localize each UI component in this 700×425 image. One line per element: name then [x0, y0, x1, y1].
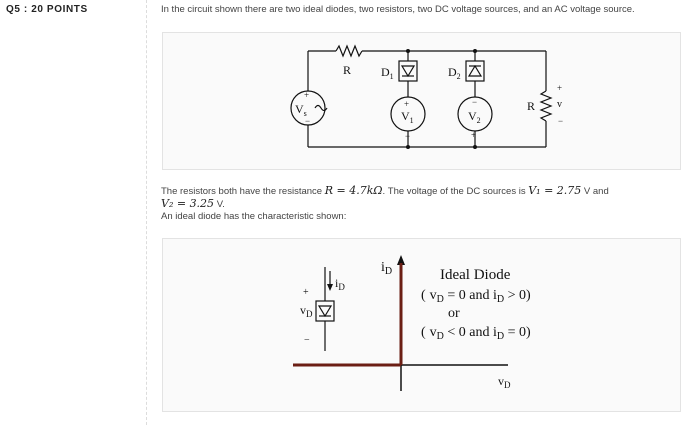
diode1-label: D1: [381, 65, 394, 81]
question-intro: In the circuit shown there are two ideal…: [161, 4, 635, 15]
resistance-text: The resistors both have the resistance R…: [161, 184, 609, 197]
vs-label: Vs: [295, 102, 307, 118]
diode2-label: D2: [448, 65, 461, 81]
diode-characteristic-diagram: iD + vD − iD vD Ideal Diode (vD = 0 and …: [293, 255, 531, 391]
condition-or: or: [448, 306, 460, 321]
diode-small-plus: +: [303, 287, 309, 298]
v2-label: V2: [468, 109, 481, 125]
iD-axis-label: iD: [381, 260, 392, 277]
diode-small-minus: −: [304, 335, 310, 346]
v2-minus: −: [472, 97, 477, 107]
diode-characteristic-figure: iD + vD − iD vD Ideal Diode (vD = 0 and …: [162, 238, 681, 412]
ideal-diode-title: Ideal Diode: [440, 267, 511, 283]
diode-small-voltage-label: vD: [300, 303, 313, 319]
v2-plus: +: [471, 130, 476, 140]
diode-small-current-label: iD: [335, 276, 345, 292]
v2-text: V₂ = 3.25 V.: [161, 197, 225, 210]
v1-minus: −: [405, 131, 410, 141]
condition-reverse: (vD < 0 and iD = 0): [421, 325, 531, 342]
ideal-diode-curve: [293, 263, 403, 367]
resistor-top-label: R: [343, 63, 351, 77]
condition-forward: (vD = 0 and iD > 0): [421, 288, 531, 305]
column-divider: [146, 0, 147, 425]
vs-plus: +: [304, 90, 309, 100]
vout-label: v: [557, 99, 562, 110]
v1-label: V1: [401, 109, 414, 125]
vout-plus: +: [557, 83, 562, 93]
vs-minus: −: [305, 116, 310, 126]
v1-plus: +: [404, 99, 409, 109]
circuit-figure: R D1 D2 + − Vs + − V1 − + V2 R + v −: [162, 32, 681, 170]
circuit-diagram: R D1 D2 + − Vs + − V1 − + V2 R + v −: [290, 44, 563, 149]
diode-intro-text: An ideal diode has the characteristic sh…: [161, 211, 347, 222]
question-label: Q5 : 20 POINTS: [6, 4, 88, 15]
vD-axis-label: vD: [498, 374, 511, 390]
vout-minus: −: [558, 116, 563, 126]
resistor-right-label: R: [527, 99, 535, 113]
